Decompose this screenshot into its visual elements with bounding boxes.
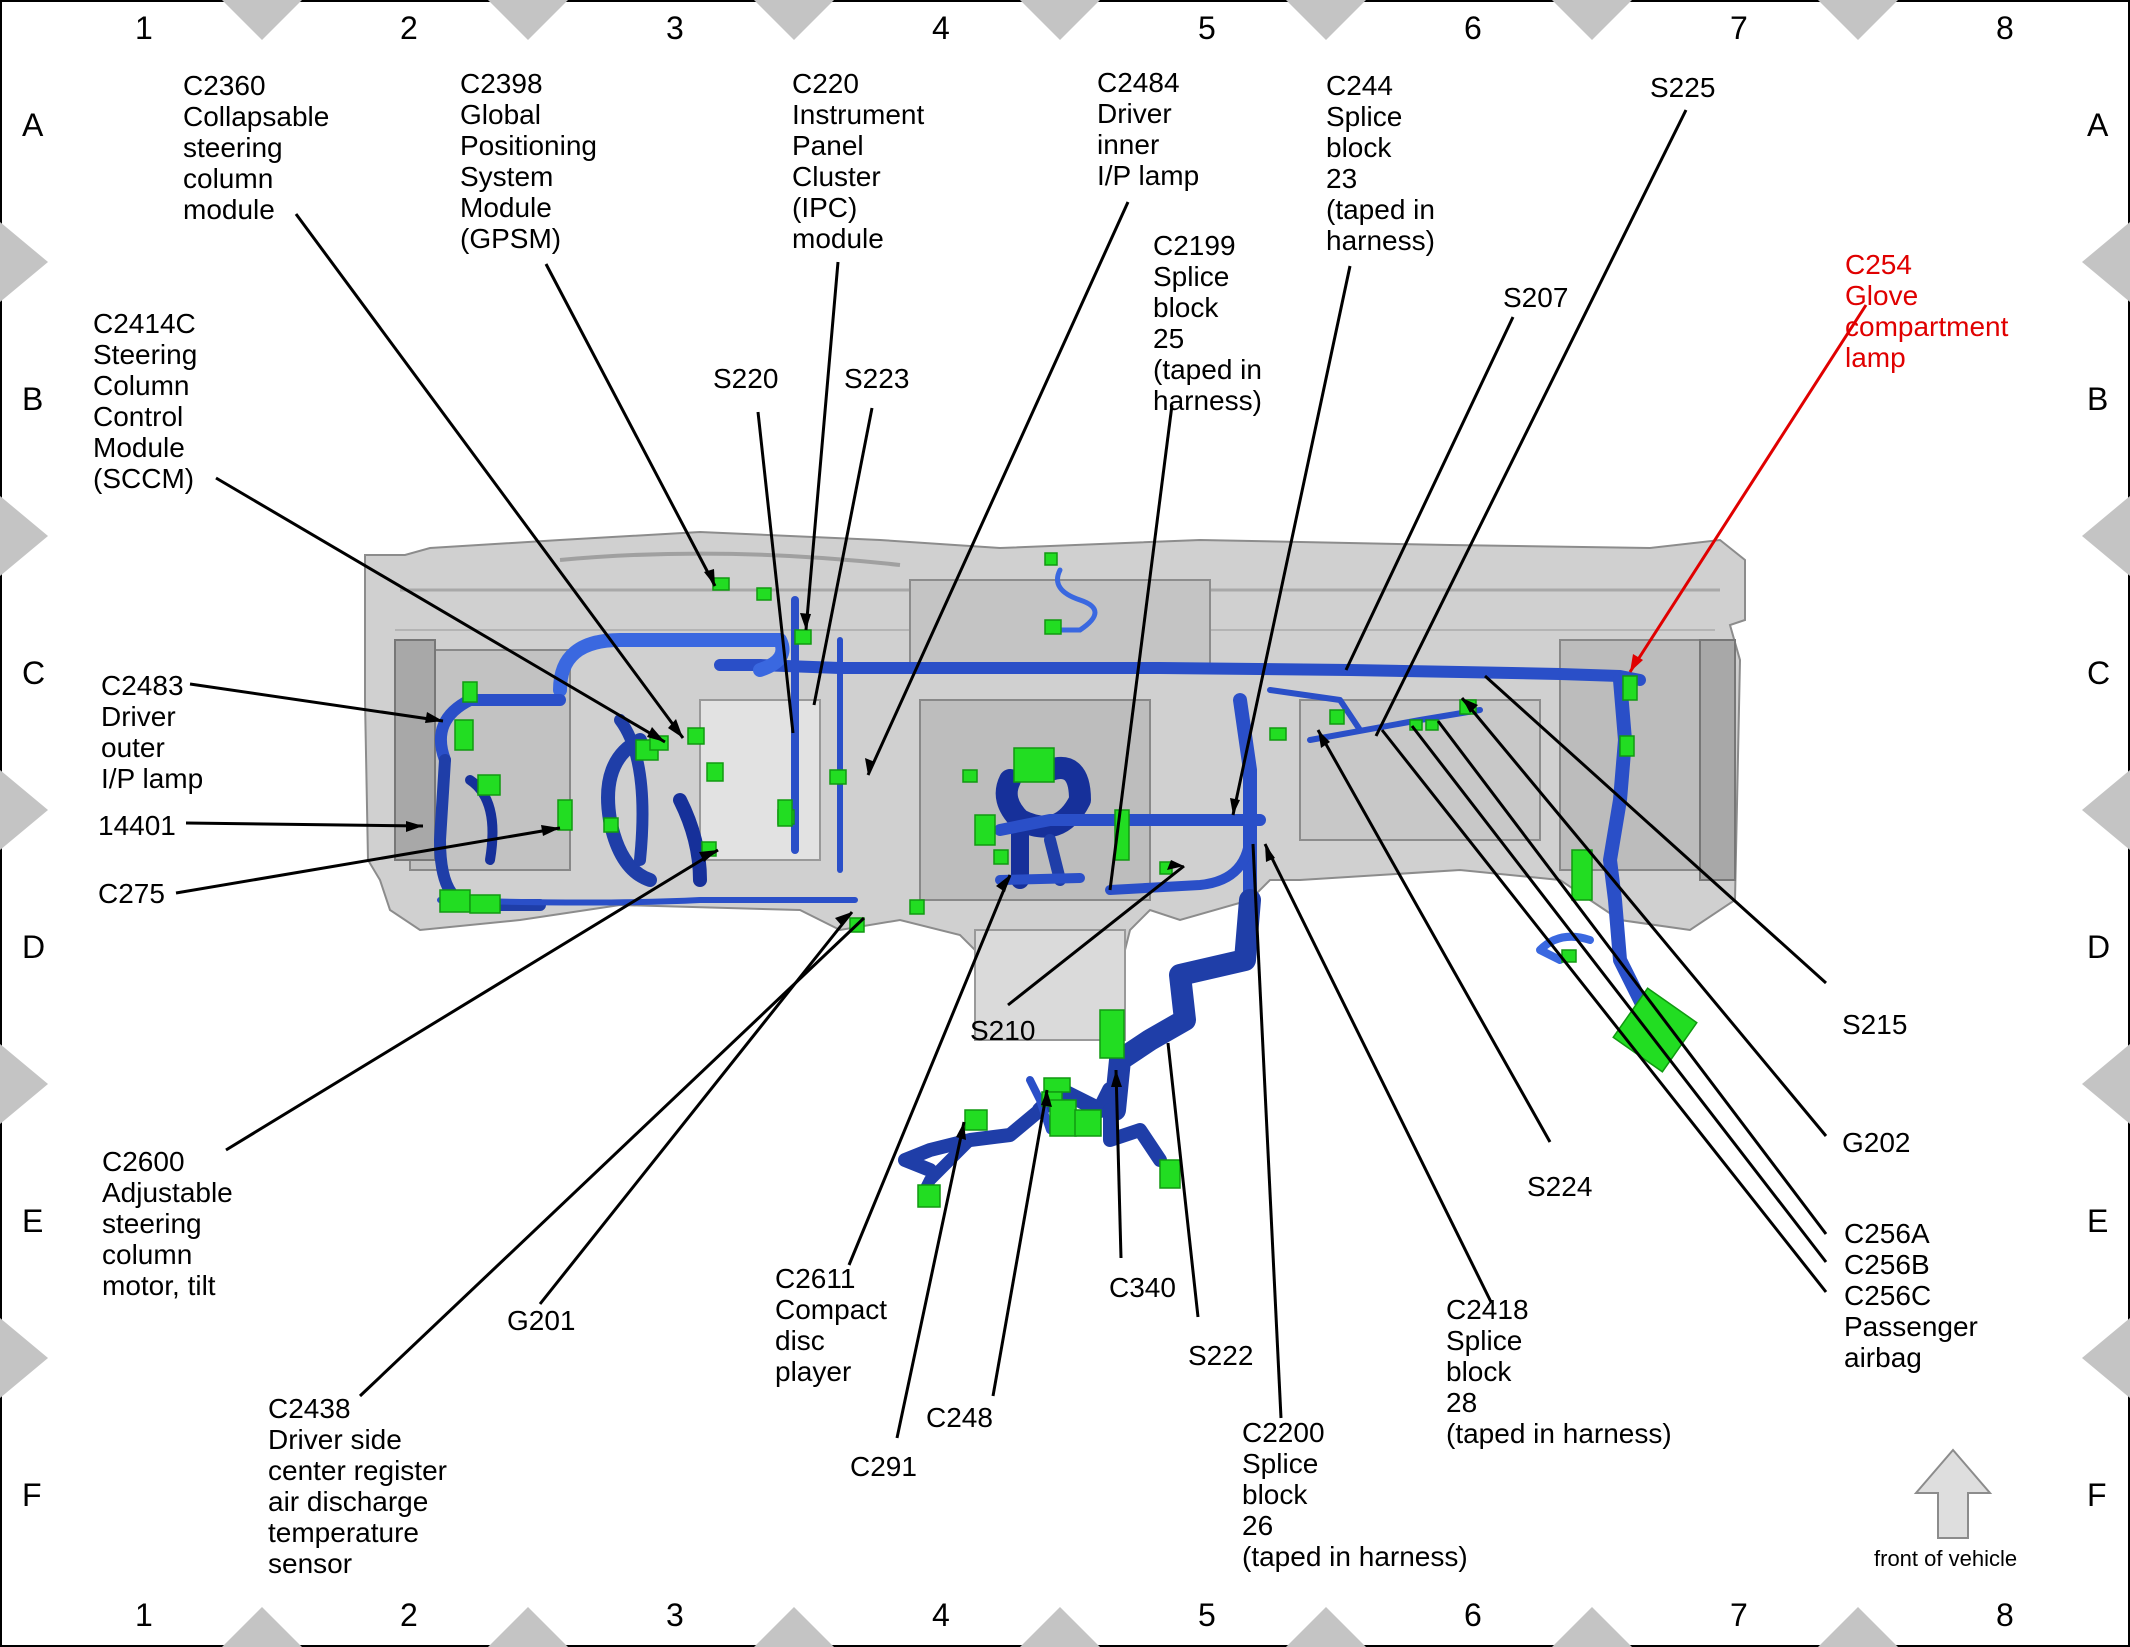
- grid-column-bottom-7: 7: [1730, 1597, 1748, 1633]
- label-s225: S225: [1650, 72, 1716, 103]
- label-c2600: C2600 Adjustable steering column motor, …: [102, 1146, 233, 1301]
- label-g201: G201: [507, 1305, 576, 1336]
- grid-row-right-C: C: [2087, 655, 2111, 691]
- label-s222: S222: [1188, 1340, 1254, 1371]
- grid-row-left-D: D: [22, 929, 46, 965]
- label-s223: S223: [844, 363, 910, 394]
- label-c254-glove-compartment-lamp: C254 Glove compartment lamp: [1845, 249, 2009, 373]
- label-c2398: C2398 Global Positioning System Module (…: [460, 68, 597, 254]
- label-c291: C291: [850, 1451, 917, 1482]
- grid-column-bottom-5: 5: [1198, 1597, 1216, 1633]
- label-s210: S210: [970, 1015, 1036, 1046]
- grid-row-right-D: D: [2087, 929, 2111, 965]
- grid-column-top-6: 6: [1464, 10, 1482, 46]
- label-14401: 14401: [98, 810, 176, 841]
- front-arrow-icon: [1913, 1448, 1993, 1539]
- label-c244: C244 Splice block 23 (taped in harness): [1326, 70, 1435, 256]
- label-c220: C220 Instrument Panel Cluster (IPC) modu…: [792, 68, 925, 254]
- label-c2360: C2360 Collapsable steering column module: [183, 70, 330, 225]
- label-c2200: C2200 Splice block 26 (taped in harness): [1242, 1417, 1468, 1572]
- label-c340: C340: [1109, 1272, 1176, 1303]
- label-c2418: C2418 Splice block 28 (taped in harness): [1446, 1294, 1672, 1449]
- label-s215: S215: [1842, 1009, 1908, 1040]
- grid-column-bottom-2: 2: [400, 1597, 418, 1633]
- label-s220: S220: [713, 363, 779, 394]
- grid-row-right-E: E: [2087, 1203, 2109, 1239]
- grid-column-bottom-8: 8: [1996, 1597, 2014, 1633]
- grid-row-left-B: B: [22, 381, 44, 417]
- label-c2483: C2483 Driver outer I/P lamp: [101, 670, 204, 794]
- grid-row-right-B: B: [2087, 381, 2109, 417]
- grid-row-right-F: F: [2087, 1477, 2107, 1513]
- label-g202: G202: [1842, 1127, 1911, 1158]
- label-c2414c: C2414C Steering Column Control Module (S…: [93, 308, 198, 494]
- grid-row-left-A: A: [22, 107, 44, 143]
- grid-column-top-3: 3: [666, 10, 684, 46]
- grid-column-bottom-1: 1: [135, 1597, 153, 1633]
- grid-column-top-4: 4: [932, 10, 950, 46]
- highlight-leader: [1628, 304, 1868, 673]
- grid-row-left-F: F: [22, 1477, 42, 1513]
- grid-row-left-C: C: [22, 655, 46, 691]
- grid-column-bottom-6: 6: [1464, 1597, 1482, 1633]
- front-of-vehicle-label: front of vehicle: [1874, 1546, 2018, 1571]
- label-c248: C248: [926, 1402, 993, 1433]
- grid-row-left-E: E: [22, 1203, 44, 1239]
- label-s207: S207: [1503, 282, 1569, 313]
- grid-column-top-1: 1: [135, 10, 153, 46]
- grid-row-right-A: A: [2087, 107, 2109, 143]
- label-c2611: C2611 Compact disc player: [775, 1263, 888, 1387]
- leader-lines: [175, 109, 1828, 1439]
- label-c275: C275: [98, 878, 165, 909]
- grid-column-bottom-4: 4: [932, 1597, 950, 1633]
- grid-column-top-7: 7: [1730, 10, 1748, 46]
- grid-column-top-5: 5: [1198, 10, 1216, 46]
- label-s224: S224: [1527, 1171, 1593, 1202]
- grid-column-top-8: 8: [1996, 10, 2014, 46]
- grid-column-top-2: 2: [400, 10, 418, 46]
- label-c2484: C2484 Driver inner I/P lamp: [1097, 67, 1200, 191]
- label-c256-passenger-airbag: C256A C256B C256C Passenger airbag: [1844, 1218, 1978, 1373]
- grid-column-bottom-3: 3: [666, 1597, 684, 1633]
- leader-arrowheads: [406, 569, 1478, 1140]
- label-c2438: C2438 Driver side center register air di…: [268, 1393, 447, 1579]
- label-c2199: C2199 Splice block 25 (taped in harness): [1153, 230, 1262, 416]
